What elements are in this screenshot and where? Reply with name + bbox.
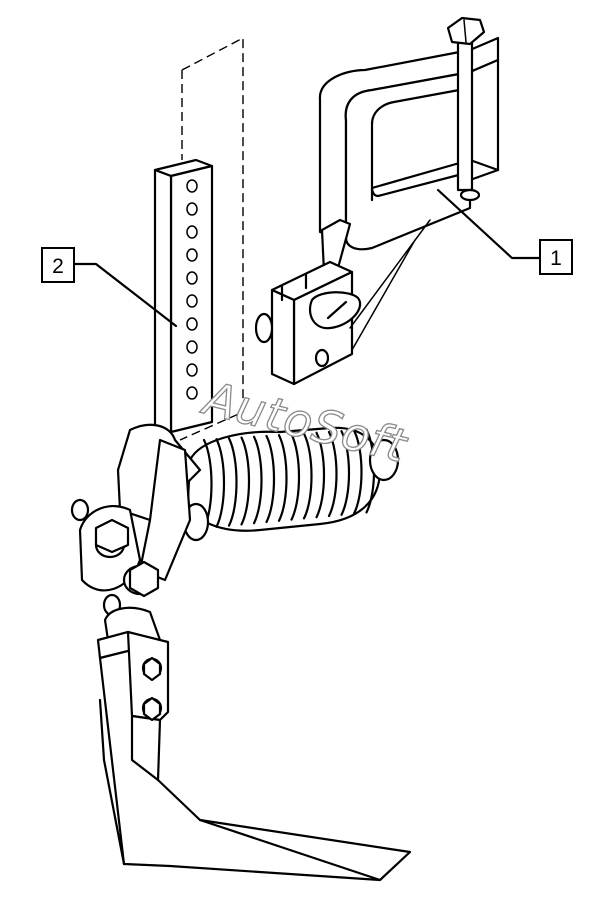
spring-coil	[265, 434, 276, 524]
spring-coil	[340, 430, 351, 516]
spring-coil	[290, 433, 301, 521]
bar-hole	[186, 202, 198, 216]
spring-coil	[215, 438, 226, 528]
bar-hole	[186, 363, 198, 377]
bar-hole	[186, 248, 198, 262]
bar-hole	[186, 294, 198, 308]
dashed-assembly-guide	[179, 36, 244, 441]
leader-bracket-clip	[349, 219, 431, 351]
spring-coil	[240, 436, 251, 526]
locking-clip	[254, 218, 362, 386]
callout-2: 2	[41, 247, 178, 328]
spring-coil	[302, 432, 313, 520]
spring-coil	[227, 437, 238, 527]
clamp-bracket	[318, 16, 500, 251]
spring-coil	[252, 435, 263, 525]
bar-hole	[186, 179, 198, 193]
coil-spring	[182, 426, 400, 542]
pivot-bracket	[70, 423, 202, 652]
spring-coil	[327, 430, 338, 518]
bar-hole	[186, 225, 198, 239]
bar-hole	[186, 340, 198, 354]
callout-2-label: 2	[52, 255, 64, 278]
perforated-bar	[153, 158, 214, 434]
spring-coil	[277, 434, 288, 522]
callout-1-label: 1	[550, 247, 562, 270]
callout-1: 1	[436, 188, 573, 275]
tine-shank	[96, 630, 412, 882]
bar-hole	[186, 317, 198, 331]
spring-coil	[352, 429, 363, 515]
bar-hole	[186, 386, 198, 400]
bar-hole	[186, 271, 198, 285]
spring-coil	[315, 431, 326, 519]
